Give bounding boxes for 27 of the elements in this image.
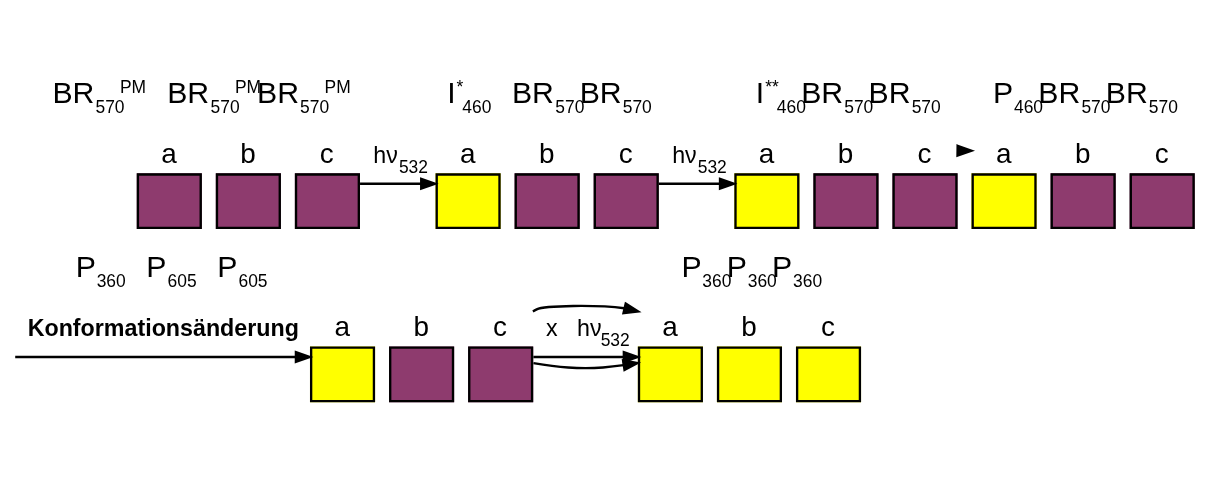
node-label: a [995,138,1012,170]
edge-label: hν$_{532}$ [672,141,727,177]
label: I$^{*}$$_{460}$ BR$_{570}$BR$_{570}$ [447,76,652,118]
node-label: b [413,311,429,343]
label: P$_{360}$P$_{360}$P$_{360}$ [681,249,823,291]
node-label: b [837,138,854,170]
node-label: a [459,138,476,170]
node-label: b [1074,138,1091,170]
node-label: c [618,138,633,170]
node-label: a [662,311,678,343]
node-label: a [161,138,177,170]
node-label: c [820,311,835,343]
label: P$_{360}$ P$_{605}$ P$_{605}$ [75,249,268,291]
node-label: a [758,138,775,170]
edge-label: hν$_{532}$ [373,141,428,177]
node-label: a [334,311,350,343]
label: P$_{460}$BR$_{570}$BR$_{570}$ [993,76,1178,118]
node-label: c [493,311,508,343]
node-label: c [319,138,334,170]
node-label: c [1154,138,1169,170]
node-label: b [240,138,256,170]
edge-label: x hν$_{532}$ [546,315,630,351]
label: I$^{**}$$_{460}$BR$_{570}$BR$_{570}$ [755,76,941,118]
node-label: b [539,138,555,170]
edge-label: Konformationsänderung [27,315,299,342]
node-label: c [917,138,932,170]
node-label: b [741,311,757,343]
